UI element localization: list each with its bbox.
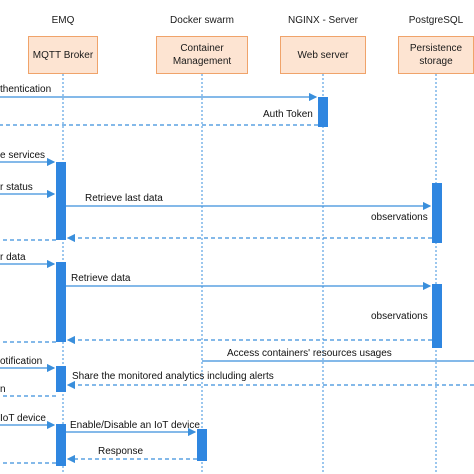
msg-share-analytics: Share the monitored analytics including … (72, 371, 274, 382)
msg-authentication: thentication (0, 84, 52, 95)
participant-docker-tool: Docker swarm (170, 15, 234, 26)
msg-services: e services (0, 150, 46, 161)
activation-emq-3 (56, 366, 66, 392)
msg-n: n (0, 384, 6, 395)
participant-postgres-role: Persistence storage (398, 36, 474, 74)
activation-postgres-2 (432, 284, 442, 348)
activation-docker (197, 429, 207, 461)
participant-emq-tool: EMQ (51, 15, 75, 26)
participant-nginx-role: Web server (280, 36, 366, 74)
participant-nginx-tool: NGINX - Server (287, 15, 359, 26)
activation-emq-2 (56, 262, 66, 342)
msg-enable-disable: Enable/Disable an IoT device (70, 420, 200, 431)
activation-postgres-1 (432, 183, 442, 243)
activation-nginx (318, 97, 328, 127)
msg-access-resources: Access containers' resources usages (227, 348, 392, 359)
participant-postgres-tool: PostgreSQL (408, 15, 464, 26)
msg-data: r data (0, 252, 26, 263)
participant-docker-role: Container Management (156, 36, 248, 74)
msg-status: r status (0, 182, 33, 193)
msg-response: Response (98, 446, 144, 457)
msg-retrieve-data: Retrieve data (71, 273, 131, 284)
msg-iot-device: IoT device (0, 413, 46, 424)
msg-notification: otification (0, 356, 43, 367)
msg-observations-1: observations (371, 212, 428, 223)
msg-observations-2: observations (371, 311, 428, 322)
msg-auth-token: Auth Token (263, 109, 313, 120)
activation-emq-4 (56, 424, 66, 466)
msg-retrieve-last-data: Retrieve last data (85, 193, 163, 204)
participant-emq-role: MQTT Broker (28, 36, 98, 74)
activation-emq-1 (56, 162, 66, 240)
